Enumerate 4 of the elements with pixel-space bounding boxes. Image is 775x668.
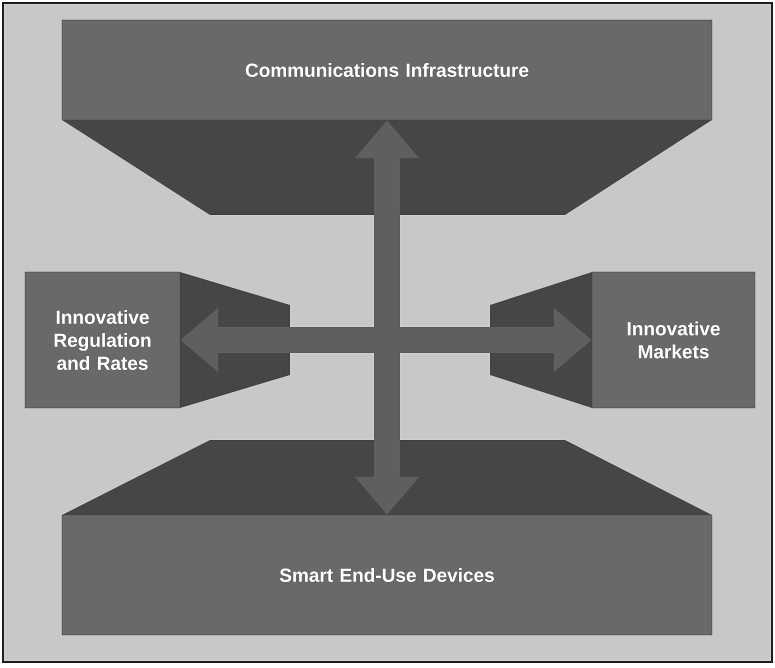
block: Innovative Regulation and Rates	[24, 272, 290, 408]
block: Smart End-Use Devices	[62, 440, 712, 636]
block: Innovative Markets	[490, 272, 756, 408]
block: Communications Infrastructure	[62, 20, 712, 215]
